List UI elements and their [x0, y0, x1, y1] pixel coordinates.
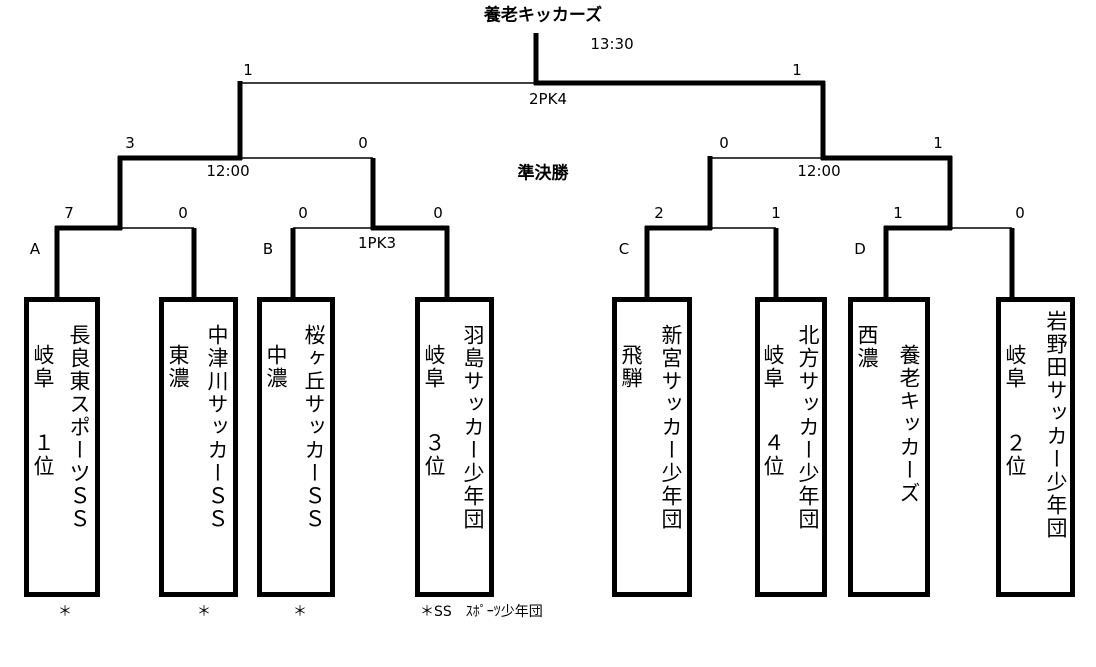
team-region: 西濃 [855, 324, 879, 370]
semi-right-score-2: 1 [933, 134, 943, 152]
semifinal-label: 準決勝 [517, 163, 569, 184]
ss-mark: ＊ [197, 604, 211, 620]
footnote: ＊SS ｽﾎﾟｰﾂ少年団 [420, 604, 543, 620]
ss-mark: ＊ [58, 604, 72, 620]
group-b-label: B [262, 240, 274, 258]
group-c-score-2: 1 [771, 204, 781, 222]
team-region: 岐阜 [761, 344, 785, 390]
team-region: 岐阜 [422, 344, 446, 390]
team-box: 長良東スポーツＳＳ 岐阜 １位 [24, 297, 100, 597]
team-box: 桜ヶ丘サッカーＳＳ 中濃 [257, 297, 335, 597]
semi-right-time: 12:00 [797, 162, 841, 180]
team-name: 羽島サッカー少年団 [461, 324, 485, 531]
champion-title: 養老キッカーズ [483, 5, 603, 26]
semi-left-score-1: 3 [125, 134, 135, 152]
team-name: 北方サッカー少年団 [796, 324, 820, 531]
semi-left-score-2: 0 [358, 134, 368, 152]
group-b-score-2: 0 [433, 204, 443, 222]
group-d-label: D [854, 240, 866, 258]
team-region: 飛騨 [619, 344, 643, 390]
semi-right-score-1: 0 [719, 134, 729, 152]
team-name: 養老キッカーズ [897, 344, 921, 505]
group-d-score-1: 1 [893, 204, 903, 222]
team-rank: ２位 [1003, 432, 1027, 478]
team-region: 岐阜 [1003, 344, 1027, 390]
team-box: 中津川サッカーＳＳ 東濃 [159, 297, 238, 597]
team-name: 新宮サッカー少年団 [659, 324, 683, 531]
group-b-pk: 1PK3 [358, 234, 396, 252]
team-name: 桜ヶ丘サッカーＳＳ [302, 324, 326, 531]
final-right-score: 1 [792, 61, 802, 79]
team-box: 羽島サッカー少年団 岐阜 ３位 [415, 297, 494, 597]
team-box: 北方サッカー少年団 岐阜 ４位 [755, 297, 827, 597]
team-name: 岩野田サッカー少年団 [1044, 310, 1068, 540]
group-b-score-1: 0 [298, 204, 308, 222]
team-box: 養老キッカーズ 西濃 [848, 297, 930, 597]
semi-left-time: 12:00 [206, 162, 250, 180]
team-rank: ３位 [422, 432, 446, 478]
final-time: 13:30 [590, 35, 634, 53]
group-c-label: C [618, 240, 630, 258]
team-name: 長良東スポーツＳＳ [67, 324, 91, 531]
team-box: 岩野田サッカー少年団 岐阜 ２位 [996, 297, 1075, 597]
group-c-score-1: 2 [654, 204, 664, 222]
group-a-score-1: 7 [64, 204, 74, 222]
final-left-score: 1 [243, 61, 253, 79]
team-region: 東濃 [166, 344, 190, 390]
team-region: 岐阜 [31, 344, 55, 390]
ss-mark: ＊ [293, 604, 307, 620]
group-a-score-2: 0 [178, 204, 188, 222]
team-rank: １位 [31, 432, 55, 478]
group-a-label: A [29, 240, 41, 258]
team-rank: ４位 [761, 432, 785, 478]
group-d-score-2: 0 [1015, 204, 1025, 222]
final-pk: 2PK4 [529, 90, 567, 108]
team-region: 中濃 [264, 344, 288, 390]
team-name: 中津川サッカーＳＳ [205, 324, 229, 531]
team-box: 新宮サッカー少年団 飛騨 [612, 297, 692, 597]
